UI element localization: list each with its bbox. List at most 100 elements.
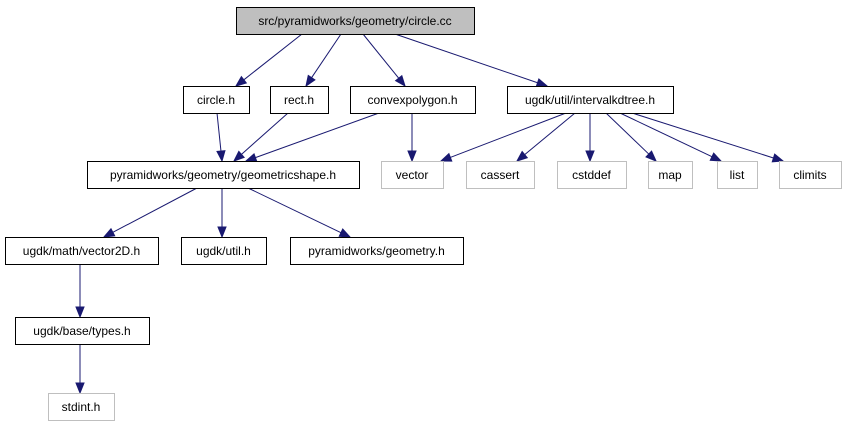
edge-line (394, 33, 538, 84)
node-label: map (658, 168, 682, 182)
edge-line (311, 33, 342, 78)
node-climits: climits (779, 161, 842, 189)
node-box (290, 237, 464, 265)
node-label: circle.h (197, 93, 235, 107)
node-intervalkdtree-h[interactable]: ugdk/util/intervalkdtree.h (507, 86, 674, 114)
arrowhead-icon (394, 74, 406, 88)
edge-types_h-to-stdint_h (75, 344, 85, 395)
edge-line (241, 112, 289, 155)
edge-convexpolygon_h-to-vector (407, 113, 417, 163)
node-label: src/pyramidworks/geometry/circle.cc (258, 14, 451, 28)
nodes-layer: src/pyramidworks/geometry/circle.cc circl… (5, 7, 842, 421)
node-rect-h[interactable]: rect.h (270, 86, 329, 114)
arrowhead-icon (75, 382, 85, 395)
edge-root-to-intervalkdtree_h (394, 33, 549, 88)
node-cassert: cassert (466, 161, 535, 189)
edge-intervalkdtree_h-to-vector (439, 112, 567, 162)
node-label: ugdk/math/vector2D.h (23, 244, 140, 258)
edge-root-to-convexpolygon_h (362, 33, 406, 88)
arrowhead-icon (232, 150, 245, 162)
node-geometry-h[interactable]: pyramidworks/geometry.h (290, 237, 464, 265)
arrowhead-icon (407, 150, 417, 163)
edge-intervalkdtree_h-to-cassert (515, 112, 576, 162)
node-box (270, 86, 329, 114)
arrowhead-icon (439, 152, 453, 162)
node-vector2d-h[interactable]: ugdk/math/vector2D.h (5, 237, 159, 265)
arrowhead-icon (234, 75, 248, 87)
node-box (507, 86, 674, 114)
node-vector: vector (381, 161, 444, 189)
arrowhead-icon (102, 227, 116, 238)
node-box (557, 161, 627, 189)
node-label: ugdk/base/types.h (33, 324, 130, 338)
edge-intervalkdtree_h-to-map (605, 112, 657, 162)
node-root[interactable]: src/pyramidworks/geometry/circle.cc (236, 7, 475, 35)
node-label: climits (793, 168, 826, 182)
node-box (236, 7, 475, 35)
edge-line (524, 112, 576, 156)
node-box (5, 237, 159, 265)
node-label: rect.h (284, 93, 314, 107)
node-list: list (717, 161, 758, 189)
arrowhead-icon (244, 152, 258, 162)
edge-line (216, 112, 222, 152)
node-util-h[interactable]: ugdk/util.h (181, 237, 267, 265)
node-box (15, 317, 150, 345)
node-box (183, 86, 250, 114)
edge-intervalkdtree_h-to-climits (631, 112, 785, 163)
node-stdint-h: stdint.h (48, 393, 115, 421)
arrowhead-icon (216, 150, 226, 163)
node-map: map (648, 161, 693, 189)
node-box (648, 161, 693, 189)
node-box (350, 86, 476, 114)
node-box (48, 393, 115, 421)
edge-geometricshape_h-to-util_h (217, 188, 227, 239)
node-box (87, 161, 360, 189)
node-circle-h[interactable]: circle.h (183, 86, 250, 114)
edge-root-to-circle_h (234, 33, 303, 87)
edge-line (112, 187, 198, 233)
edge-line (605, 112, 650, 155)
edge-line (362, 33, 400, 79)
node-convexpolygon-h[interactable]: convexpolygon.h (350, 86, 476, 114)
edge-vector2d_h-to-types_h (75, 264, 85, 319)
edge-line (243, 33, 303, 81)
edge-line (631, 112, 774, 159)
arrowhead-icon (338, 228, 352, 238)
arrowhead-icon (585, 150, 595, 163)
node-label: pyramidworks/geometry/geometricshape.h (110, 168, 336, 182)
edge-circle_h-to-geometricshape_h (216, 112, 226, 163)
node-label: list (730, 168, 745, 182)
node-label: vector (396, 168, 429, 182)
node-types-h[interactable]: ugdk/base/types.h (15, 317, 150, 345)
arrowhead-icon (771, 153, 785, 163)
node-cstddef: cstddef (557, 161, 627, 189)
edge-line (247, 187, 342, 234)
node-box (381, 161, 444, 189)
node-label: ugdk/util.h (196, 244, 251, 258)
node-box (181, 237, 267, 265)
edge-intervalkdtree_h-to-list (619, 112, 723, 162)
node-label: convexpolygon.h (367, 93, 457, 107)
edge-rect_h-to-geometricshape_h (232, 112, 289, 162)
node-label: pyramidworks/geometry.h (308, 244, 445, 258)
edge-line (619, 112, 713, 158)
edge-intervalkdtree_h-to-cstddef (585, 113, 595, 163)
arrowhead-icon (645, 150, 657, 162)
node-label: cstddef (572, 168, 611, 182)
edge-geometricshape_h-to-vector2d_h (102, 187, 198, 238)
node-label: stdint.h (62, 400, 101, 414)
node-box (717, 161, 758, 189)
arrowhead-icon (515, 150, 529, 162)
node-geometricshape-h[interactable]: pyramidworks/geometry/geometricshape.h (87, 161, 360, 189)
node-box (466, 161, 535, 189)
node-box (779, 161, 842, 189)
edge-line (450, 112, 567, 158)
arrowhead-icon (709, 152, 723, 162)
node-label: ugdk/util/intervalkdtree.h (525, 93, 655, 107)
edge-line (255, 112, 380, 159)
edge-convexpolygon_h-to-geometricshape_h (244, 112, 380, 162)
arrowhead-icon (305, 74, 316, 88)
edge-root-to-rect_h (305, 33, 342, 88)
